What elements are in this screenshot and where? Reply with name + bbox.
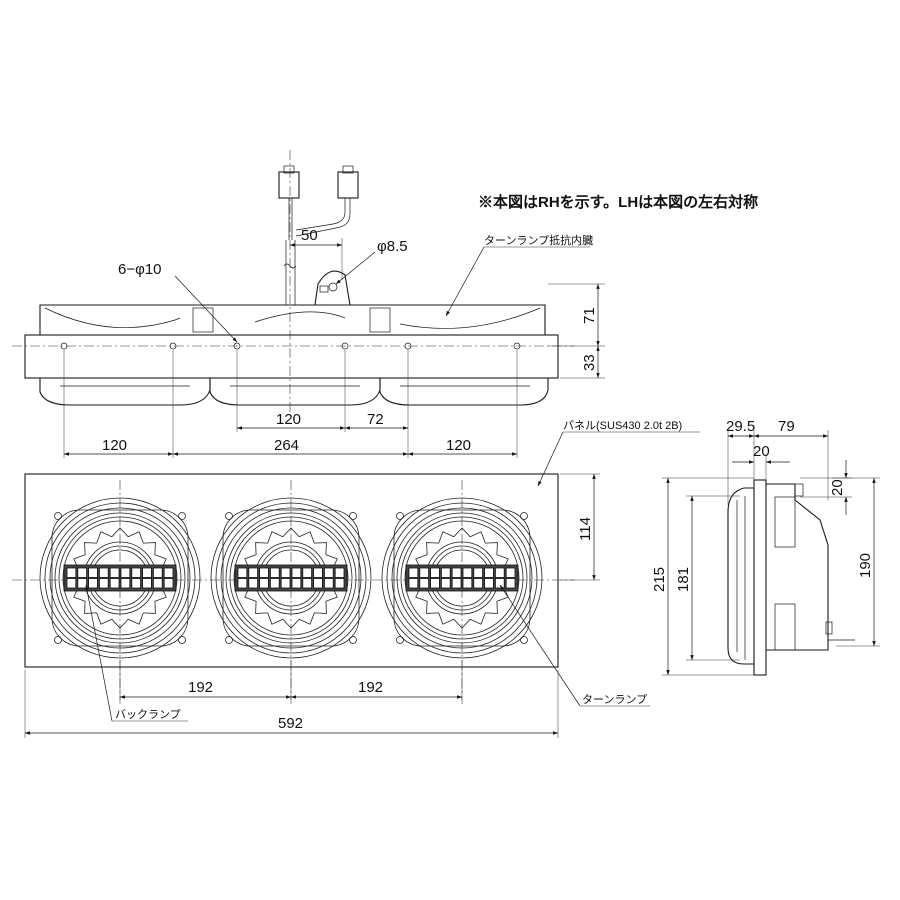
label-hole: 6−φ10 — [118, 261, 162, 278]
dim-114: 114 — [577, 517, 594, 541]
top-view: 50 φ8.5 6−φ10 ターンランプ抵抗内臓 71 33 120 72 12… — [12, 150, 605, 458]
lamp-right — [381, 497, 543, 659]
dim-264: 264 — [274, 437, 299, 454]
dim-215: 215 — [651, 567, 668, 592]
dim-71: 71 — [581, 307, 598, 324]
panel-outline — [24, 473, 559, 668]
dim-181: 181 — [675, 567, 692, 592]
dim-120-left: 120 — [102, 437, 127, 454]
label-resistor: ターンランプ抵抗内臓 — [484, 233, 593, 247]
dim-190: 190 — [857, 553, 874, 578]
label-panel: パネル(SUS430 2.0t 2B) — [563, 419, 682, 432]
dim-192-right: 192 — [358, 679, 383, 696]
dim-72: 72 — [367, 411, 384, 428]
dim-33: 33 — [581, 354, 598, 371]
dim-20-right: 20 — [829, 479, 846, 496]
lamp-group — [39, 497, 543, 659]
front-view: パネル(SUS430 2.0t 2B) 114 192 192 592 バックラ… — [12, 419, 700, 738]
label-back-lamp: バックランプ — [115, 708, 181, 721]
label-turn-lamp: ターンランプ — [582, 693, 647, 706]
dim-592: 592 — [278, 715, 303, 732]
side-view: 29.5 79 20 20 190 215 181 — [651, 418, 880, 676]
lamp-center — [210, 497, 372, 659]
hole-marks — [60, 342, 521, 350]
connector-right — [295, 165, 359, 237]
dim-20-top: 20 — [753, 443, 770, 460]
connector-left — [278, 165, 300, 240]
label-phi: φ8.5 — [377, 238, 408, 255]
dim-50: 50 — [301, 227, 318, 244]
lamp-left — [39, 497, 201, 659]
note-text: ※本図はRHを示す。LHは本図の左右対称 — [478, 193, 758, 211]
dim-120-center: 120 — [276, 411, 301, 428]
dim-120-right: 120 — [446, 437, 471, 454]
dim-29-5: 29.5 — [726, 418, 755, 435]
dim-192-left: 192 — [188, 679, 213, 696]
dim-79: 79 — [778, 418, 795, 435]
